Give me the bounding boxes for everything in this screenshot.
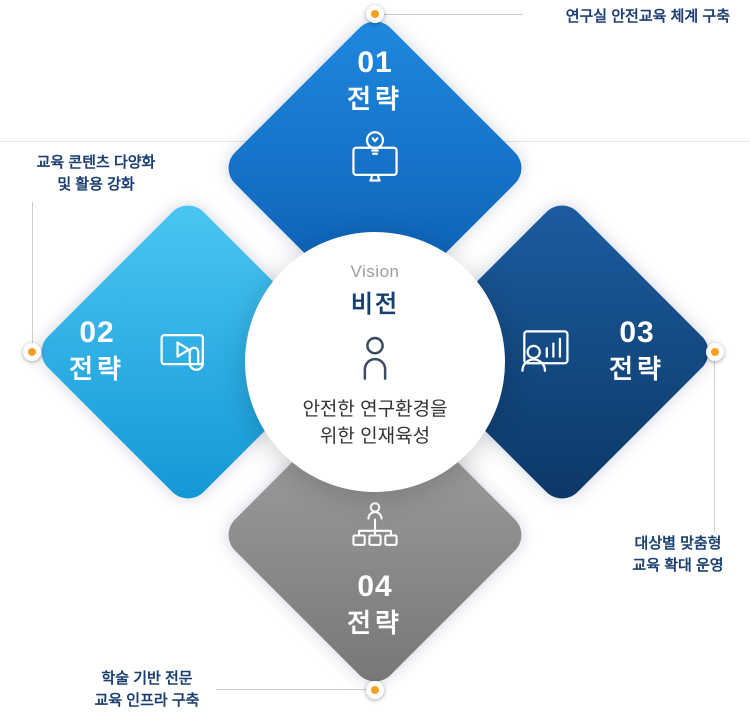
strategy-04-content: 04 전략 — [265, 498, 485, 639]
annotation-left-line1: 교육 콘텐츠 다양화 — [36, 154, 156, 171]
annotation-right-line2: 교육 확대 운영 — [632, 556, 724, 574]
strategy-04-number: 04 — [357, 570, 393, 603]
marker-dot-right — [706, 343, 724, 361]
strategy-02-label: 전략 — [69, 354, 125, 384]
presenter-chart-icon — [521, 329, 569, 372]
org-hierarchy-icon — [352, 502, 398, 546]
annotation-right: 대상별 맞춤형 교육 확대 운영 — [622, 533, 734, 577]
vision-tagline: 안전한 연구환경을 위한 인재육성 — [302, 397, 447, 450]
vision-circle: Vision 비전 안전한 연구환경을 위한 인재육성 — [245, 232, 505, 492]
strategy-03-content: 03 전략 — [514, 316, 676, 385]
strategy-03-number: 03 — [619, 316, 655, 349]
connector-line-top — [383, 14, 523, 15]
strategy-01-number: 01 — [357, 46, 393, 79]
strategy-01-label: 전략 — [347, 84, 403, 114]
marker-dot-bottom — [366, 681, 384, 699]
annotation-bottom-line2: 교육 인프라 구축 — [94, 691, 200, 709]
annotation-left-line2: 및 활용 강화 — [57, 175, 135, 193]
strategy-03-label: 전략 — [609, 354, 665, 384]
vision-tagline-line1: 안전한 연구환경을 — [302, 399, 448, 420]
connector-line-left — [32, 202, 33, 343]
annotation-left: 교육 콘텐츠 다양화 및 활용 강화 — [20, 152, 172, 196]
person-icon — [363, 336, 387, 380]
annotation-right-line1: 대상별 맞춤형 — [634, 535, 722, 552]
monitor-lightbulb-icon — [352, 131, 398, 182]
video-play-clip-icon — [160, 333, 204, 371]
strategy-02-number: 02 — [79, 316, 115, 349]
vision-label-ko: 비전 — [350, 291, 400, 318]
vision-tagline-line2: 위한 인재육성 — [319, 425, 431, 447]
strategy-01-content: 01 전략 — [265, 46, 485, 188]
annotation-top: 연구실 안전교육 체계 구축 — [565, 8, 730, 25]
annotation-bottom: 학술 기반 전문 교육 인프라 구축 — [82, 668, 212, 712]
annotation-bottom-line1: 학술 기반 전문 — [101, 670, 193, 687]
connector-line-bottom — [216, 689, 366, 690]
connector-line-right — [714, 361, 715, 532]
marker-dot-left — [23, 343, 41, 361]
marker-dot-top — [366, 5, 384, 23]
vision-label-en: Vision — [350, 262, 400, 281]
strategy-04-label: 전략 — [347, 608, 403, 638]
strategy-02-content: 02 전략 — [58, 316, 216, 385]
